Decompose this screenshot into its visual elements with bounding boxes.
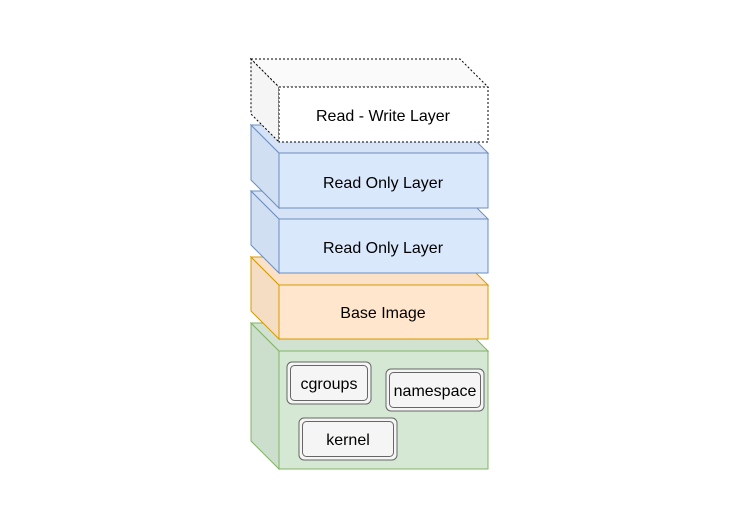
base-image-layer-front [278, 284, 489, 340]
read-only-layer-1-label: Read Only Layer [323, 175, 444, 192]
read-only-layer-2-label: Read Only Layer [323, 240, 444, 257]
read-write-layer-top [249, 58, 490, 88]
host-block: cgroups namespace kernel [249, 321, 490, 471]
read-only-layer-2-front [278, 218, 489, 274]
read-write-layer: Read - Write Layer [249, 57, 490, 144]
read-write-layer-label: Read - Write Layer [316, 108, 451, 125]
kernel-box-inner [302, 421, 394, 457]
cgroups-label: cgroups [301, 376, 358, 393]
kernel-box: kernel [298, 417, 398, 461]
read-write-layer-side [250, 57, 280, 144]
read-write-layer-front [278, 86, 489, 143]
namespace-box: namespace [385, 368, 485, 412]
read-only-layer-1-front [278, 152, 489, 209]
cgroups-box-inner [290, 365, 368, 401]
kernel-label: kernel [326, 432, 370, 449]
namespace-label: namespace [394, 383, 477, 400]
cgroups-box: cgroups [286, 361, 372, 405]
namespace-box-inner [389, 372, 481, 408]
base-image-label: Base Image [340, 305, 425, 322]
